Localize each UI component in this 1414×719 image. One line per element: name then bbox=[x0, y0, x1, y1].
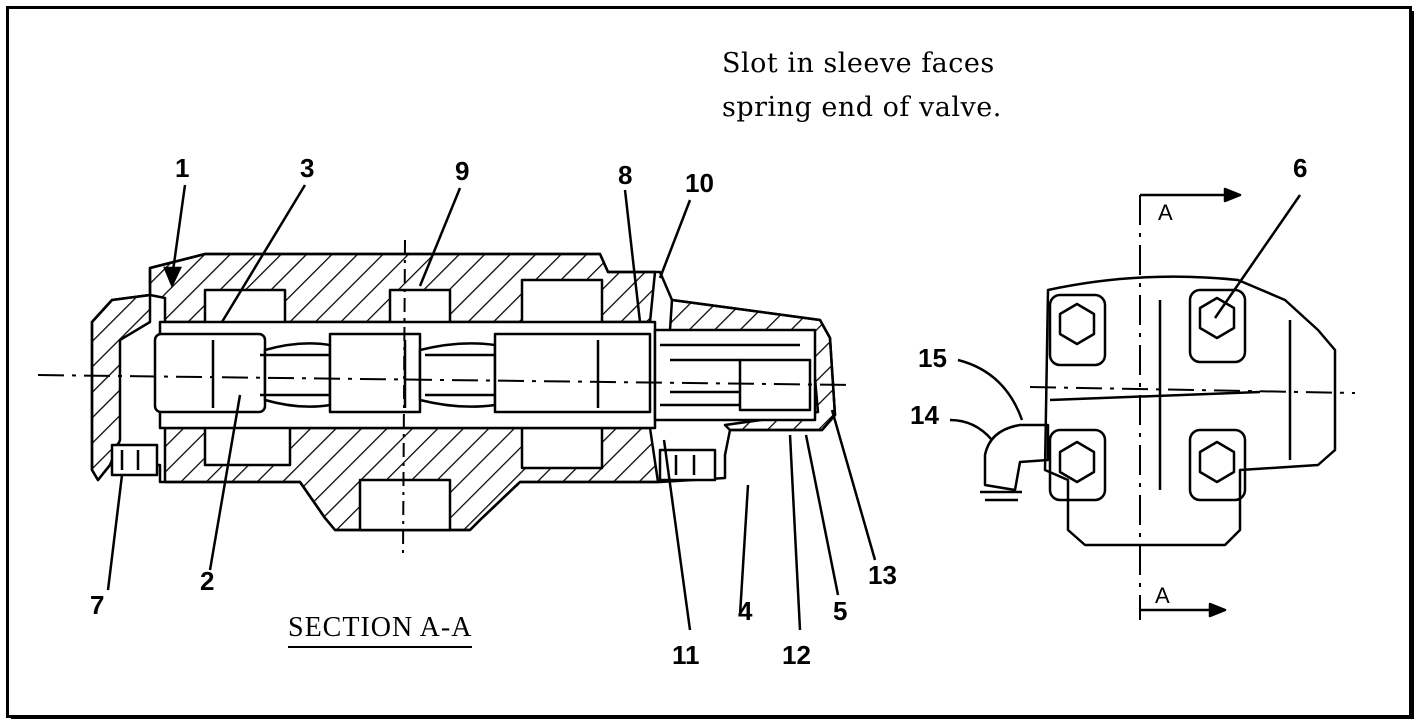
callout-1: 1 bbox=[175, 153, 190, 183]
callout-3: 3 bbox=[300, 153, 315, 183]
callout-14: 14 bbox=[910, 400, 939, 430]
callout-4: 4 bbox=[738, 596, 753, 626]
bolt-bottom-right bbox=[1188, 428, 1247, 502]
plug-11 bbox=[658, 448, 717, 482]
callout-15: 15 bbox=[918, 343, 947, 373]
section-title: SECTION A-A bbox=[288, 612, 473, 648]
elbow-fitting bbox=[983, 423, 1050, 492]
spring-housing bbox=[653, 328, 817, 422]
callout-10: 10 bbox=[685, 168, 714, 198]
cut-label-top: A bbox=[1158, 200, 1173, 225]
callout-2: 2 bbox=[200, 566, 215, 596]
plug-7 bbox=[110, 443, 159, 477]
callout-11: 11 bbox=[672, 640, 700, 670]
callout-13: 13 bbox=[868, 560, 897, 590]
callout-12: 12 bbox=[782, 640, 811, 670]
callout-9: 9 bbox=[455, 156, 470, 186]
callout-7: 7 bbox=[90, 590, 105, 620]
left-cap-hatch bbox=[90, 293, 152, 482]
bottom-outlet-port bbox=[358, 478, 452, 532]
end-view bbox=[949, 187, 1356, 620]
section-view bbox=[37, 239, 853, 556]
bolt-bottom-left bbox=[1048, 428, 1107, 502]
centerline-horizontal bbox=[37, 374, 853, 386]
centerline-vertical bbox=[402, 239, 406, 556]
note-line-1: Slot in sleeve faces bbox=[722, 48, 995, 79]
lower-port-2 bbox=[520, 426, 604, 470]
upper-port-3 bbox=[520, 278, 604, 327]
note-line-2: spring end of valve. bbox=[722, 92, 1002, 123]
callout-8: 8 bbox=[618, 160, 633, 190]
callout-5: 5 bbox=[833, 596, 848, 626]
cut-label-bottom: A bbox=[1155, 583, 1170, 608]
leader-lines bbox=[106, 184, 877, 631]
spool bbox=[153, 332, 652, 414]
end-view-outline bbox=[1043, 275, 1337, 547]
bolt-top-right bbox=[1188, 288, 1247, 364]
callout-6: 6 bbox=[1293, 153, 1308, 183]
bolt-top-left bbox=[1048, 293, 1107, 367]
lower-port-1 bbox=[203, 423, 292, 467]
